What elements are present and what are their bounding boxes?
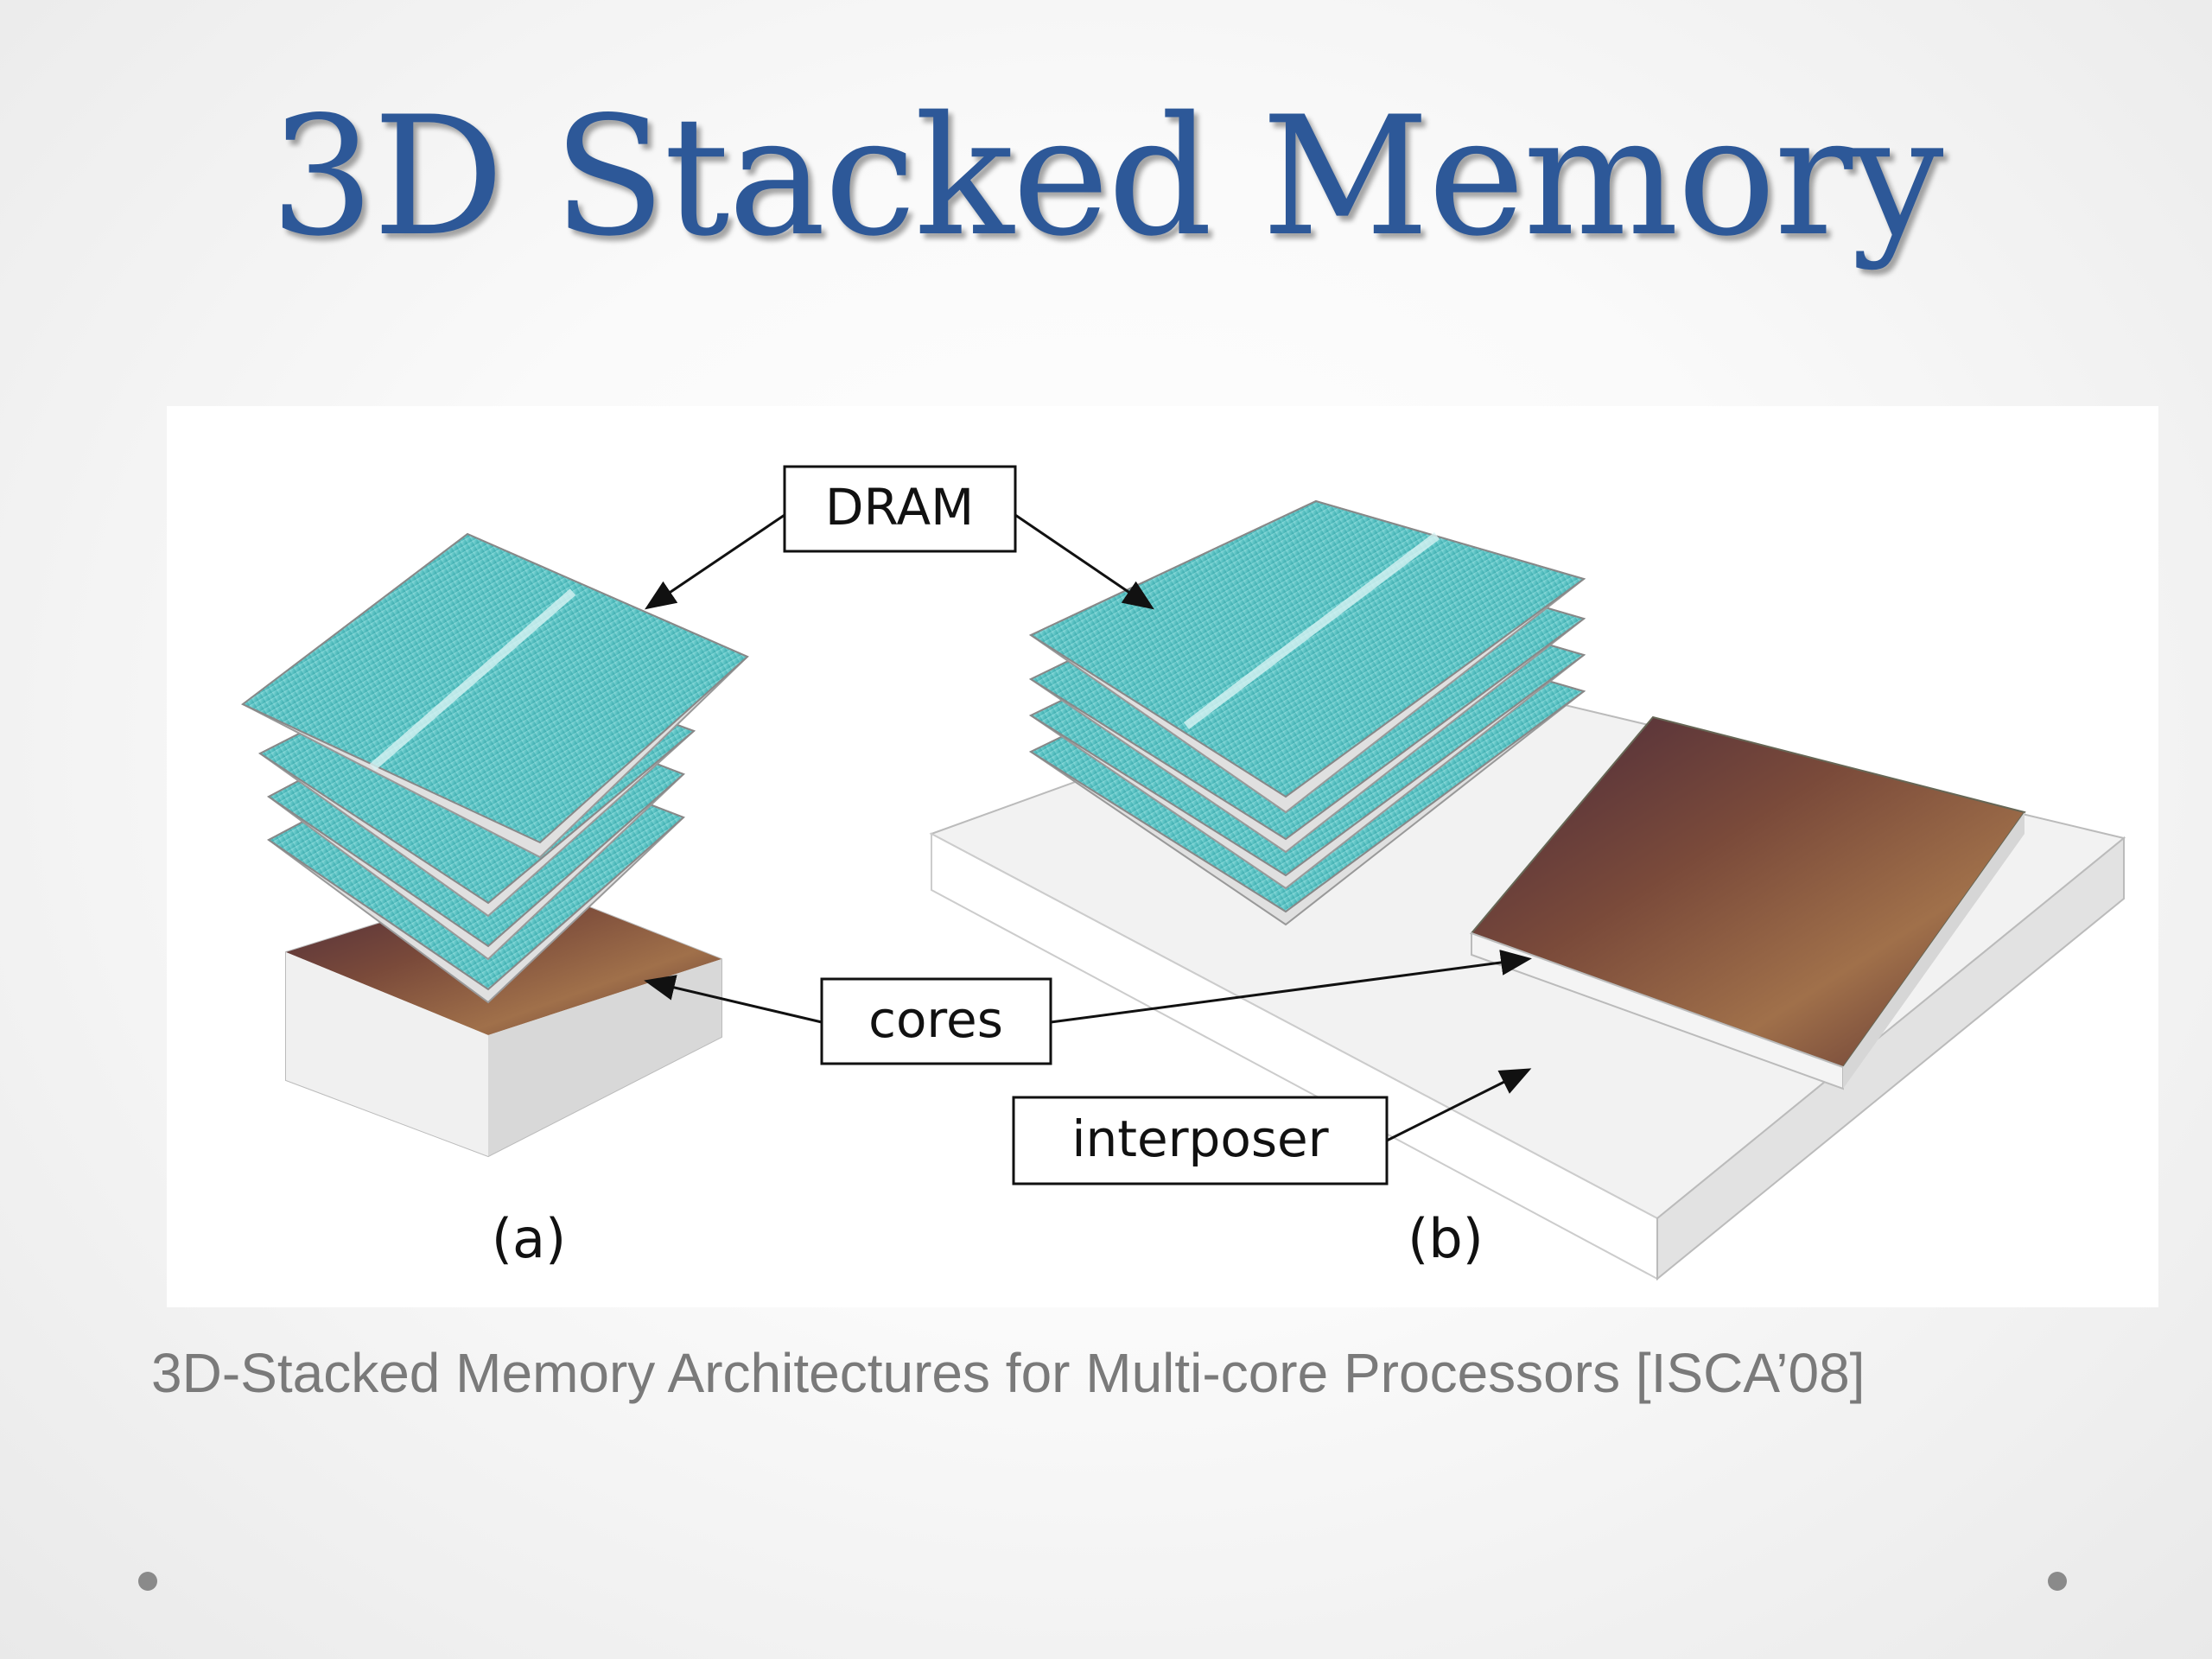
panel-label-a: (a) [492,1207,566,1270]
figure-diagram: DRAM cores interposer (a) (b) [241,465,2126,1281]
label-arrows [644,513,1532,1142]
arrow-interposer [1386,1068,1532,1142]
svg-text:interposer: interposer [1071,1109,1328,1168]
svg-text:DRAM: DRAM [825,478,974,537]
panel-label-b: (b) [1408,1207,1484,1270]
dram-layer-a-1 [241,532,749,859]
figure-caption: 3D-Stacked Memory Architectures for Mult… [151,1342,1866,1404]
label-cores: cores [820,977,1052,1065]
stack-a [241,532,749,1158]
label-dram: DRAM [783,465,1017,553]
stacked-memory-figure: DRAM cores interposer (a) (b) [167,406,2158,1307]
dram-layer-b-1 [1028,499,1586,814]
label-interposer: interposer [1012,1096,1389,1185]
arrow-dram-a [645,513,785,610]
arrow-dram-b [1014,513,1154,610]
bullet-dot-right [2048,1572,2067,1591]
slide-title: 3D Stacked Memory [270,81,1943,272]
bullet-dot-left [138,1572,157,1591]
svg-text:cores: cores [868,990,1003,1049]
stack-b [929,499,2126,1281]
arrow-cores-b [1050,950,1532,1024]
arrow-cores-a [644,975,823,1024]
core-die-b [1470,715,2026,1090]
